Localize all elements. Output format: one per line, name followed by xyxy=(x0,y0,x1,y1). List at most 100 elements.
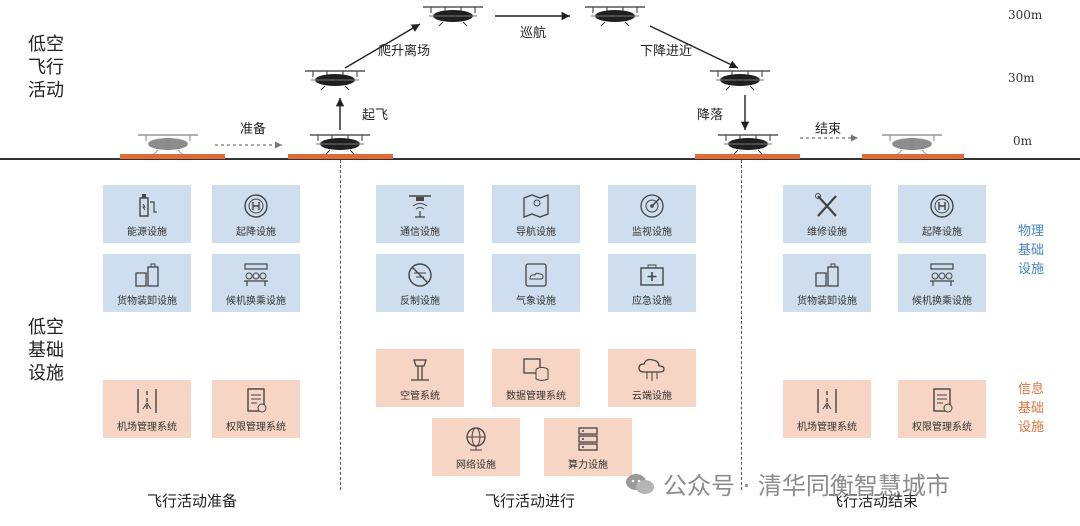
drone-signal-icon xyxy=(409,195,431,218)
climb-arrow xyxy=(344,23,421,69)
system-card-permission-management: 权限管理系统 xyxy=(898,380,986,438)
phase-separator xyxy=(741,160,742,490)
system-label: 空管系统 xyxy=(400,391,440,402)
radar-icon xyxy=(640,194,664,218)
facility-label: 能源设施 xyxy=(127,227,167,238)
document-icon xyxy=(933,388,953,413)
runway-icon xyxy=(817,389,837,413)
system-label: 权限管理系统 xyxy=(226,422,286,433)
watermark: 公众号 · 清华同衡智慧城市 xyxy=(625,466,950,501)
step-takeoff: 起飞 xyxy=(362,108,389,123)
weather-icon xyxy=(525,263,547,287)
facility-label: 货物装卸设施 xyxy=(797,296,857,307)
altitude-label-30m: 30m xyxy=(1008,71,1035,85)
system-card-network: 网络设施 xyxy=(432,418,520,476)
physical-infrastructure-label: 物理 基础 设施 xyxy=(1018,224,1045,277)
altitude-label-300m: 300m xyxy=(1008,8,1043,22)
facility-card-cargo: 货物装卸设施 xyxy=(103,254,191,312)
aircraft-icon xyxy=(309,134,371,155)
phase-label-inflight: 飞行活动进行 xyxy=(485,492,576,510)
step-cruise: 巡航 xyxy=(520,26,547,41)
map-icon xyxy=(523,194,549,218)
facility-card-maintenance: 维修设施 xyxy=(783,185,871,243)
system-label: 机场管理系统 xyxy=(117,422,177,433)
facility-label: 起降设施 xyxy=(236,227,276,238)
phase-separator xyxy=(340,160,341,490)
information-infrastructure-label: 信息 基础 设施 xyxy=(1018,382,1045,435)
facility-card-emergency: 应急设施 xyxy=(608,254,696,312)
runway-icon xyxy=(137,389,157,413)
helipad-icon xyxy=(244,194,268,218)
aircraft-icon xyxy=(881,134,943,155)
step-climb: 爬升离场 xyxy=(378,44,431,59)
tools-icon xyxy=(815,193,837,217)
facility-label: 气象设施 xyxy=(516,296,556,307)
facility-card-navigation: 导航设施 xyxy=(492,185,580,243)
no-drone-icon xyxy=(408,263,432,287)
facility-label: 货物装卸设施 xyxy=(117,296,177,307)
waiting-seats-icon xyxy=(244,263,268,286)
landing-pad xyxy=(120,154,225,159)
ground-line xyxy=(0,158,1080,160)
system-label: 机场管理系统 xyxy=(797,422,857,433)
aircraft-icon xyxy=(709,70,771,91)
landing-pad xyxy=(695,154,800,159)
facility-label: 起降设施 xyxy=(922,227,962,238)
system-card-computing-power: 算力设施 xyxy=(544,418,632,476)
system-label: 权限管理系统 xyxy=(912,422,972,433)
system-label: 算力设施 xyxy=(568,460,608,471)
facility-card-communication: 通信设施 xyxy=(376,185,464,243)
facility-label: 导航设施 xyxy=(516,227,556,238)
facility-card-takeoff-landing: 起降设施 xyxy=(898,185,986,243)
wechat-icon xyxy=(626,473,654,494)
flight-activity-title: 低空 飞行 活动 xyxy=(28,34,64,101)
facility-card-takeoff-landing: 起降设施 xyxy=(212,185,300,243)
phase-label-post: 飞行活动结束 xyxy=(828,492,919,510)
facility-card-weather: 气象设施 xyxy=(492,254,580,312)
facility-label: 应急设施 xyxy=(632,296,672,307)
cloud-icon xyxy=(638,358,665,381)
system-card-air-traffic-control: 空管系统 xyxy=(376,349,464,407)
system-card-cloud: 云端设施 xyxy=(608,349,696,407)
system-label: 数据管理系统 xyxy=(506,391,566,402)
aircraft-icon xyxy=(584,6,646,27)
facility-label: 候机换乘设施 xyxy=(912,296,972,307)
server-icon xyxy=(578,427,598,451)
aircraft-icon xyxy=(422,6,484,27)
landing-pad xyxy=(862,154,964,159)
facility-card-surveillance: 监视设施 xyxy=(608,185,696,243)
facility-card-energy: 能源设施 xyxy=(103,185,191,243)
system-card-data-management: 数据管理系统 xyxy=(492,349,580,407)
facility-card-countermeasure: 反制设施 xyxy=(376,254,464,312)
infrastructure-title: 低空 基础 设施 xyxy=(28,317,64,384)
facility-label: 反制设施 xyxy=(400,296,440,307)
descent-arrow xyxy=(649,25,739,69)
facility-label: 通信设施 xyxy=(400,227,440,238)
aircraft-icon xyxy=(304,70,366,91)
facility-label: 候机换乘设施 xyxy=(226,296,286,307)
step-end: 结束 xyxy=(815,122,842,137)
step-prepare: 准备 xyxy=(240,122,267,137)
luggage-icon xyxy=(815,263,839,287)
luggage-icon xyxy=(135,263,159,287)
control-tower-icon xyxy=(411,359,429,381)
landing-pad xyxy=(288,154,393,159)
system-card-permission-management: 权限管理系统 xyxy=(212,380,300,438)
facility-card-waiting: 候机换乘设施 xyxy=(898,254,986,312)
facility-label: 监视设施 xyxy=(632,227,672,238)
phase-label-prep: 飞行活动准备 xyxy=(147,492,238,510)
helipad-icon xyxy=(930,194,954,218)
altitude-label-0m: 0m xyxy=(1013,134,1033,148)
facility-card-cargo: 货物装卸设施 xyxy=(783,254,871,312)
step-landing: 降落 xyxy=(697,108,724,123)
waiting-seats-icon xyxy=(930,263,954,286)
system-card-airport-management: 机场管理系统 xyxy=(103,380,191,438)
system-card-airport-management: 机场管理系统 xyxy=(783,380,871,438)
system-label: 网络设施 xyxy=(456,460,496,471)
first-aid-icon xyxy=(640,264,664,286)
aircraft-icon xyxy=(137,134,199,155)
facility-card-waiting: 候机换乘设施 xyxy=(212,254,300,312)
charging-icon xyxy=(139,194,157,217)
step-descent: 下降进近 xyxy=(640,44,693,59)
